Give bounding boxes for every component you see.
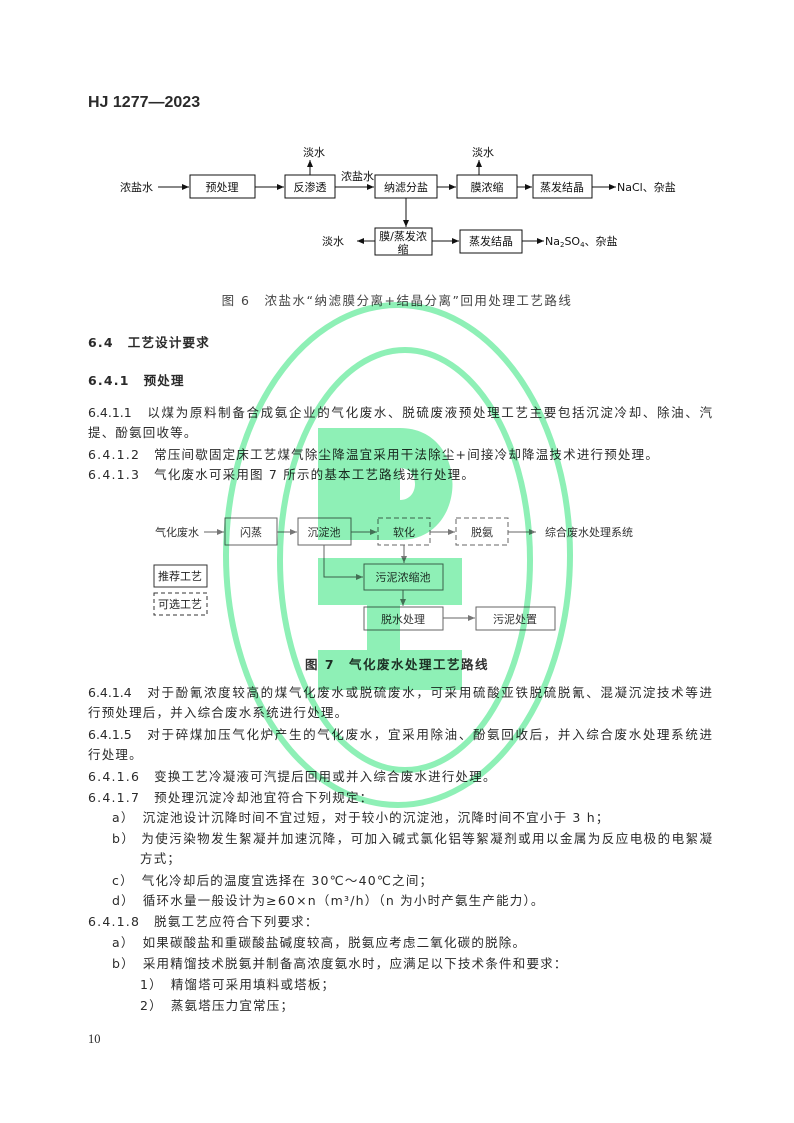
- f6-out2-label: Na2SO4、杂盐: [545, 235, 618, 249]
- f6-brine-label: 浓盐水: [341, 170, 374, 183]
- f6-ro-fresh-label: 淡水: [303, 146, 325, 159]
- f6-bottom-fresh-label: 淡水: [322, 235, 344, 248]
- f6-ro-label: 反渗透: [294, 180, 327, 194]
- f6-input-label: 浓盐水: [120, 181, 153, 194]
- clause-text: 常压间歇固定床工艺煤气除尘降温宜采用干法除尘+间接冷却降温技术进行预处理。: [154, 447, 660, 462]
- f7-flash-label: 闪蒸: [240, 525, 262, 539]
- legend-recommended-box: [153, 564, 208, 588]
- legend-optional-label: 可选工艺: [158, 598, 202, 611]
- f6-mem-evap-label-1: 膜/蒸发浓: [379, 229, 427, 243]
- f7-output-label: 综合废水处理系统: [545, 525, 633, 539]
- f6-evap1-label: 蒸发结晶: [540, 180, 584, 194]
- clause-6-4-1-7: 6.4.1.7 预处理沉淀冷却池宜符合下列规定：: [88, 789, 712, 807]
- legend-optional-box: [153, 592, 208, 616]
- list-item-b-line-2: 方式；: [140, 851, 182, 866]
- f6-mc-fresh-label: 淡水: [472, 146, 494, 159]
- f7-sediment-label: 沉淀池: [308, 525, 341, 539]
- list-item-b-line-1: b） 为使污染物发生絮凝并加速沉降，可加入碱式氯化铝等絮凝剂或用以金属为反应电极的…: [112, 830, 712, 848]
- figure-6-flowchart: 浓盐水 预处理 反渗透 淡水 浓盐水 纳滤分盐 膜浓缩 淡水 蒸发结晶 NaCl…: [120, 146, 676, 256]
- clause-number: 6.4.1.4: [88, 685, 132, 700]
- list-marker: a）: [112, 810, 135, 825]
- f7-soften-label: 软化: [393, 525, 415, 539]
- clause-6-4-1-5-line-1: 6.4.1.5 对于碎煤加压气化炉产生的气化废水，宜采用除油、酚氨回收后，并入综合…: [88, 726, 712, 744]
- document-number: HJ 1277—2023: [88, 94, 201, 111]
- list-item-a: a） 如果碳酸盐和重碳酸盐碱度较高，脱氨应考虑二氧化碳的脱除。: [112, 934, 712, 952]
- list-marker: a）: [112, 935, 135, 950]
- section-number: 6.4: [88, 335, 114, 350]
- section-title: 工艺设计要求: [127, 335, 210, 350]
- section-6-4-1-heading: 6.4.1 预处理: [88, 372, 712, 390]
- list-text: 为使污染物发生絮凝并加速沉降，可加入碱式氯化铝等絮凝剂或用以金属为反应电极的电絮…: [141, 831, 712, 846]
- list-marker: b）: [112, 831, 136, 846]
- list-text: 气化冷却后的温度宜选择在 30℃～40℃之间；: [141, 873, 434, 888]
- list-item-1: 1） 精馏塔可采用填料或塔板；: [140, 976, 764, 994]
- section-title: 预处理: [143, 373, 185, 388]
- section-number: 6.4.1: [88, 373, 130, 388]
- clause-number: 6.4.1.5: [88, 727, 132, 742]
- f7-dewater-label: 脱水处理: [381, 612, 425, 626]
- page-number: 10: [88, 1032, 101, 1046]
- clause-6-4-1-5-line-2: 行处理。: [88, 747, 143, 762]
- list-marker: 2）: [140, 998, 163, 1013]
- list-item-a: a） 沉淀池设计沉降时间不宜过短，对于较小的沉淀池，沉降时间不宜小于 3 h；: [112, 809, 712, 827]
- clause-text: 脱氨工艺应符合下列要求：: [154, 914, 319, 929]
- f6-nf-label: 纳滤分盐: [384, 181, 428, 194]
- clause-6-4-1-1-line-2: 提、酚氨回收等。: [88, 425, 198, 440]
- list-text: 采用精馏技术脱氨并制备高浓度氨水时，应满足以下技术条件和要求：: [142, 956, 568, 971]
- f6-out1-label: NaCl、杂盐: [617, 181, 676, 194]
- list-item-c: c） 气化冷却后的温度宜选择在 30℃～40℃之间；: [112, 872, 712, 890]
- list-marker: d）: [112, 893, 135, 908]
- clause-text: 预处理沉淀冷却池宜符合下列规定：: [154, 790, 374, 805]
- list-text: 蒸氨塔压力宜常压；: [170, 998, 295, 1013]
- clause-text: 对于碎煤加压气化炉产生的气化废水，宜采用除油、酚氨回收后，并入综合废水处理系统进: [145, 727, 712, 742]
- legend-recommended-label: 推荐工艺: [158, 569, 202, 583]
- list-text: 精馏塔可采用填料或塔板；: [170, 977, 336, 992]
- figure-7-caption: 图 7 气化废水处理工艺路线: [304, 657, 490, 672]
- list-text: 沉淀池设计沉降时间不宜过短，对于较小的沉淀池，沉降时间不宜小于 3 h；: [142, 810, 610, 825]
- clause-number: 6.4.1.7: [88, 790, 141, 805]
- f6-mem-evap-label-2: 缩: [398, 243, 409, 256]
- list-text: 如果碳酸盐和重碳酸盐碱度较高，脱氨应考虑二氧化碳的脱除。: [142, 935, 527, 950]
- figure-6-caption: 图 6 浓盐水“纳滤膜分离+结晶分离”回用处理工艺路线: [221, 293, 573, 308]
- clause-text: 气化废水可采用图 7 所示的基本工艺路线进行处理。: [154, 467, 476, 482]
- list-marker: 1）: [140, 977, 163, 992]
- clause-6-4-1-4-line-1: 6.4.1.4 对于酚氰浓度较高的煤气化废水或脱硫废水，可采用硫酸亚铁脱硫脱氰、混…: [88, 684, 712, 702]
- clause-text: 以煤为原料制备合成氨企业的气化废水、脱硫废液预处理工艺主要包括沉淀冷却、除油、汽: [145, 405, 712, 420]
- f7-sludge-thicken-label: 污泥浓缩池: [376, 571, 431, 584]
- f7-input-label: 气化废水: [155, 525, 199, 539]
- list-marker: c）: [112, 873, 134, 888]
- clause-6-4-1-2: 6.4.1.2 常压间歇固定床工艺煤气除尘降温宜采用干法除尘+间接冷却降温技术进行…: [88, 446, 712, 464]
- clause-6-4-1-4-line-2: 行预处理后，并入综合废水系统进行处理。: [88, 705, 349, 720]
- clause-text: 变换工艺冷凝液可汽提后回用或并入综合废水进行处理。: [154, 769, 497, 784]
- list-item-2: 2） 蒸氨塔压力宜常压；: [140, 997, 764, 1015]
- f7-deammonia-label: 脱氨: [471, 525, 493, 539]
- list-text: 循环水量一般设计为≥60×n（m³/h）（n 为小时产氨生产能力）。: [142, 893, 545, 908]
- clause-number: 6.4.1.2: [88, 447, 141, 462]
- clause-6-4-1-6: 6.4.1.6 变换工艺冷凝液可汽提后回用或并入综合废水进行处理。: [88, 768, 712, 786]
- f6-evap2-label: 蒸发结晶: [469, 234, 513, 248]
- clause-6-4-1-3: 6.4.1.3 气化废水可采用图 7 所示的基本工艺路线进行处理。: [88, 466, 712, 484]
- clause-number: 6.4.1.3: [88, 467, 141, 482]
- clause-6-4-1-1-line-1: 6.4.1.1 以煤为原料制备合成氨企业的气化废水、脱硫废液预处理工艺主要包括沉淀…: [88, 404, 712, 422]
- clause-number: 6.4.1.6: [88, 769, 141, 784]
- f6-membrane-label: 膜浓缩: [471, 181, 504, 194]
- clause-number: 6.4.1.1: [88, 405, 132, 420]
- figure-7-flowchart: 气化废水 闪蒸 沉淀池 软化 脱氨 综合废水处理系统 推荐工艺 可选工艺 污泥浓…: [153, 517, 633, 631]
- clause-number: 6.4.1.8: [88, 914, 141, 929]
- list-marker: b）: [112, 956, 135, 971]
- list-item-d: d） 循环水量一般设计为≥60×n（m³/h）（n 为小时产氨生产能力）。: [112, 892, 712, 910]
- clause-6-4-1-8: 6.4.1.8 脱氨工艺应符合下列要求：: [88, 913, 712, 931]
- f6-pretreat-label: 预处理: [206, 181, 239, 194]
- section-6-4-heading: 6.4 工艺设计要求: [88, 334, 712, 352]
- clause-text: 对于酚氰浓度较高的煤气化废水或脱硫废水，可采用硫酸亚铁脱硫脱氰、混凝沉淀技术等进: [145, 685, 712, 700]
- f7-sludge-dispose-label: 污泥处置: [493, 613, 537, 626]
- list-item-b: b） 采用精馏技术脱氨并制备高浓度氨水时，应满足以下技术条件和要求：: [112, 955, 712, 973]
